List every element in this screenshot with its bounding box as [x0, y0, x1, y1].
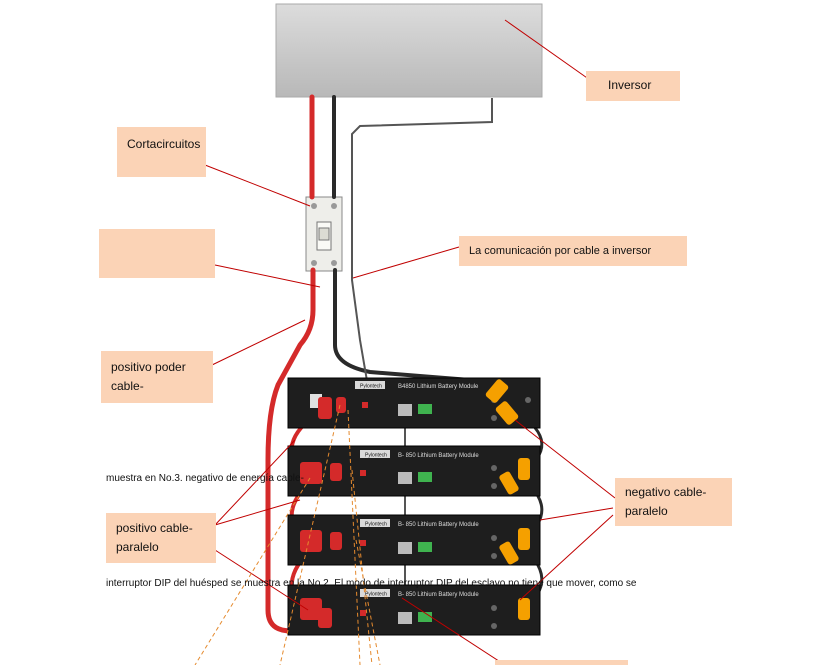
callout-comunicacion: La comunicación por cable a inversor — [459, 236, 687, 266]
battery-module: Pylontech B4850 Lithium Battery Module — [287, 377, 541, 429]
battery-module: Pylontech B- 850 Lithium Battery Module — [287, 584, 541, 636]
callout-positivo-poder: positivo poder cable- — [101, 351, 213, 403]
callout-negativo-paralelo: negativo cable- paralelo — [615, 478, 732, 526]
module-model: B- 850 Lithium Battery Module — [398, 522, 479, 528]
note-dip-switch: interruptor DIP del huésped se muestra e… — [106, 578, 637, 589]
callout-cortacircuitos-label: Cortacircuitos — [127, 137, 201, 151]
battery-module: Pylontech B- 850 Lithium Battery Module — [287, 445, 541, 497]
callout-positivo-poder-line1: positivo poder — [111, 360, 186, 374]
module-brand: Pylontech — [365, 453, 387, 459]
callout-inversor: Inversor — [586, 71, 680, 101]
module-brand: Pylontech — [365, 592, 387, 598]
pointer-lines — [204, 19, 616, 665]
dashed-pointer-lines — [194, 404, 381, 665]
partial-callout-box — [495, 660, 628, 665]
callout-positivo-paralelo-line2: paralelo — [116, 540, 159, 554]
callout-negativo-paralelo-line2: paralelo — [625, 504, 668, 518]
inverter-box — [275, 3, 543, 98]
callout-negativo-paralelo-line1: negativo cable- — [625, 485, 707, 499]
positive-power-cable — [265, 94, 325, 634]
note-no3: muestra en No.3. negativo de energía cab… — [106, 473, 304, 484]
module-model: B- 850 Lithium Battery Module — [398, 453, 479, 459]
callout-comunicacion-label: La comunicación por cable a inversor — [469, 245, 652, 257]
callout-cortacircuitos: Cortacircuitos — [117, 127, 206, 177]
callout-inversor-label: Inversor — [608, 78, 652, 92]
callout-positivo-poder-line2: cable- — [111, 379, 144, 393]
module-model: B- 850 Lithium Battery Module — [398, 592, 479, 598]
callout-empty — [99, 229, 215, 278]
module-model: B4850 Lithium Battery Module — [398, 384, 479, 390]
module-brand: Pylontech — [365, 522, 387, 528]
callout-positivo-paralelo-line1: positivo cable- — [116, 521, 193, 535]
callout-positivo-paralelo: positivo cable- paralelo — [106, 513, 216, 563]
battery-module: Pylontech B- 850 Lithium Battery Module — [287, 514, 541, 566]
module-brand: Pylontech — [360, 384, 382, 390]
circuit-breaker — [305, 196, 343, 272]
